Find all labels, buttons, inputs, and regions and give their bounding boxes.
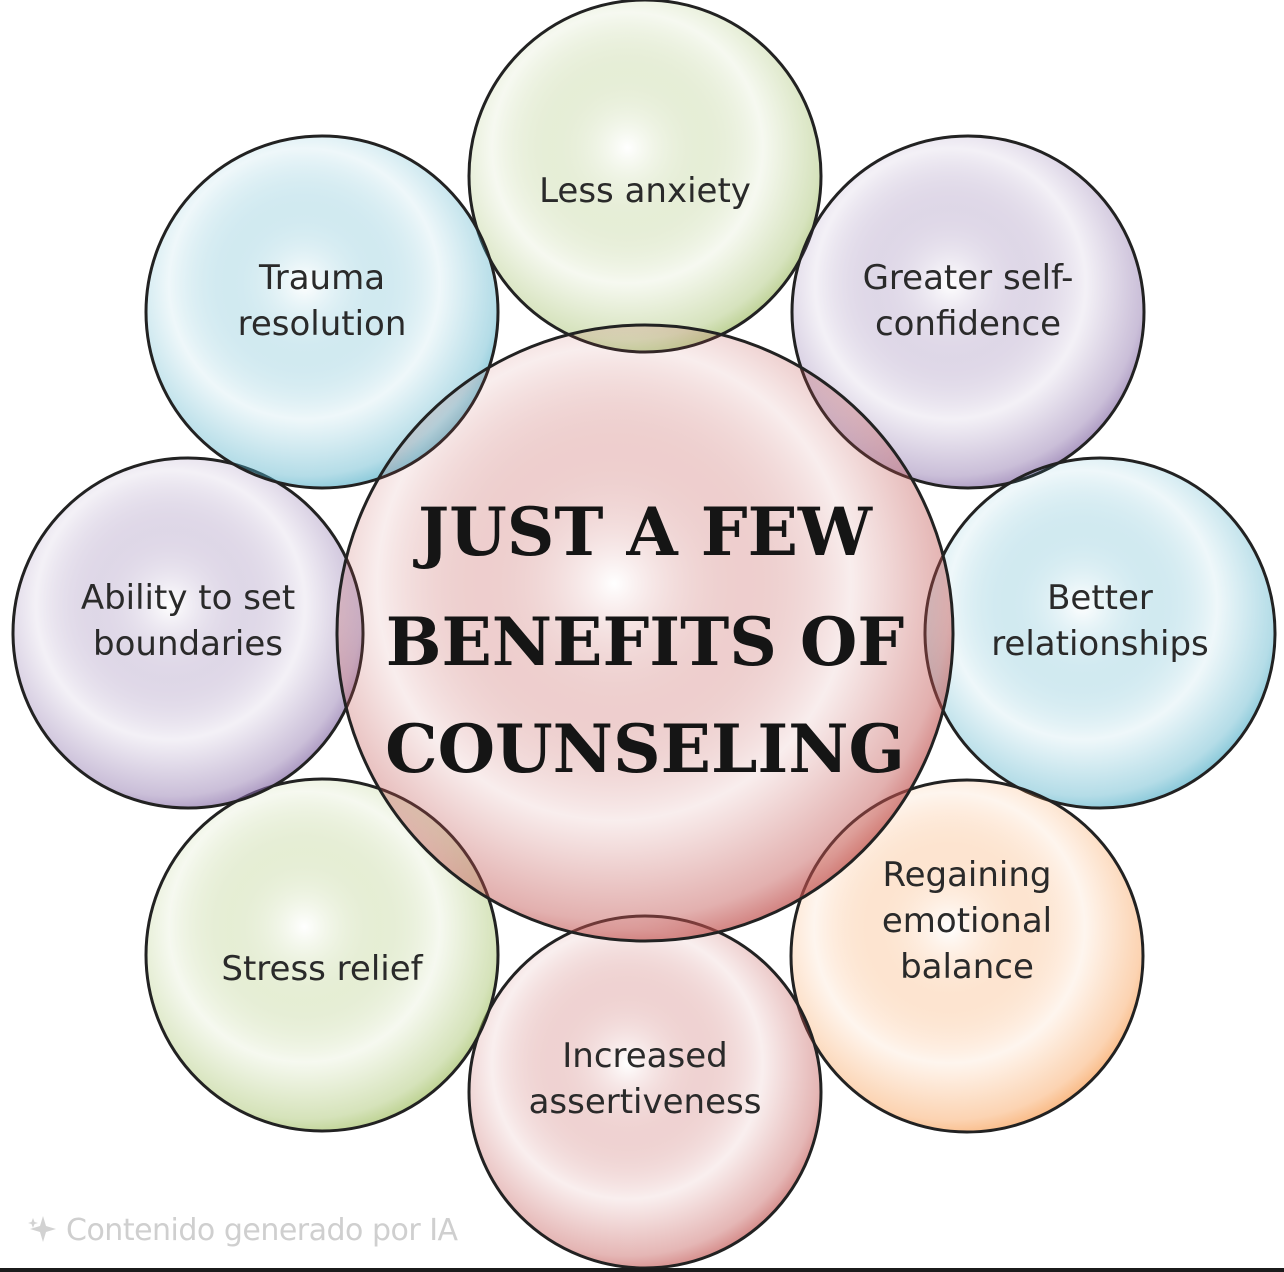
ai-watermark: Contenido generado por IA	[26, 1208, 458, 1252]
center-circle	[335, 323, 955, 943]
center-title-line-2: BENEFITS OF	[386, 603, 905, 681]
bubble-trauma-resolution	[144, 134, 500, 490]
bubble-label-greater-self-confidence: Greater self-confidence	[863, 258, 1074, 344]
center-title-line-3: COUNSELING	[385, 710, 905, 788]
watermark-text: Contenido generado por IA	[66, 1212, 458, 1248]
bottom-border	[0, 1268, 1284, 1272]
bubble-label-less-anxiety: Less anxiety	[539, 171, 751, 211]
bubble-greater-self-confidence	[790, 134, 1146, 490]
bubble-stress-relief	[144, 777, 500, 1133]
center-title-line-1: JUST A FEW	[413, 493, 873, 571]
ai-sparkle-icon	[28, 1216, 56, 1242]
bubble-label-stress-relief: Stress relief	[221, 949, 423, 989]
bubble-regaining-emotional-balance	[789, 778, 1145, 1134]
